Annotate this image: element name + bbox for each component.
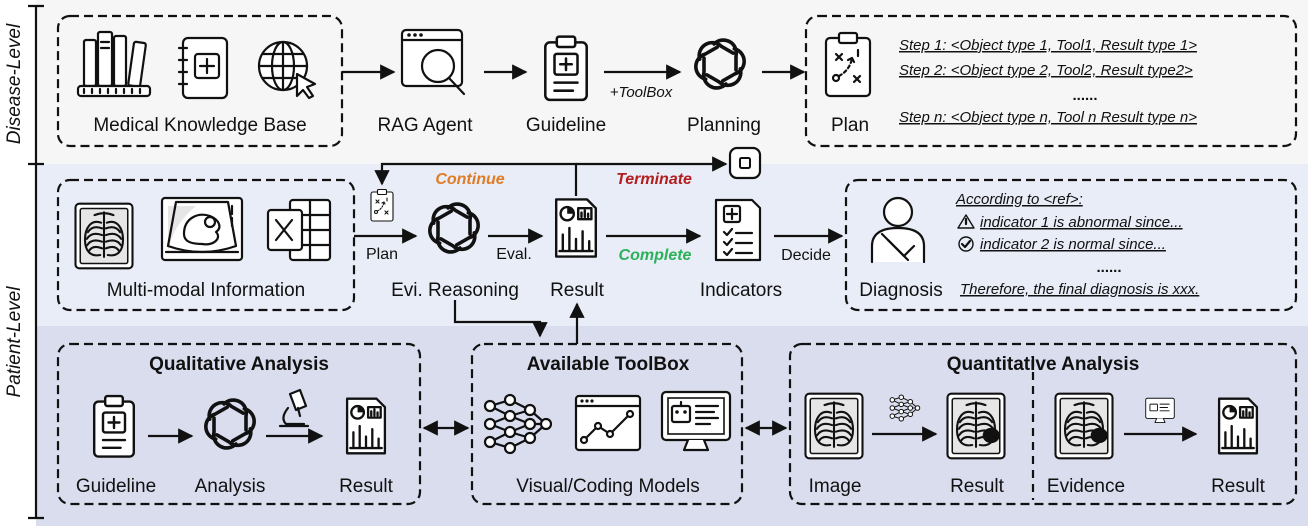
decide-edge-label: Decide: [781, 247, 831, 264]
visual-coding-models-label: Visual/Coding Models: [516, 476, 699, 497]
knowledge-base-box: [56, 14, 344, 148]
disease-level-band: [36, 0, 1308, 164]
plan-box: [804, 14, 1298, 148]
clipboard-guideline-icon: [544, 35, 588, 102]
plan-clipboard-icon: [824, 31, 872, 98]
stop-icon: [728, 146, 762, 180]
qualitative-guideline-icon: [92, 394, 136, 458]
result-report-icon: [554, 198, 598, 258]
globe-cursor-icon: [257, 40, 317, 100]
available-toolbox-title: Available ToolBox: [527, 354, 690, 375]
qualitative-result-label: Result: [339, 476, 394, 497]
indicators-label: Indicators: [700, 280, 782, 301]
evidence-xray-icon: [1054, 392, 1114, 460]
knowledge-base-label: Medical Knowledge Base: [93, 115, 306, 136]
rag-agent-label: RAG Agent: [377, 115, 473, 136]
search-window-icon: [400, 28, 466, 96]
qualitative-guideline-label: Guideline: [76, 476, 156, 497]
evi-reasoning-label: Evi. Reasoning: [391, 280, 519, 301]
medical-binder-icon: [177, 36, 229, 100]
plan-step-2: Step 2: <Object type 2, Tool2, Result ty…: [899, 62, 1193, 79]
quantitative-result-label: Result: [950, 476, 1005, 497]
level-bracket: Disease-Level Patient-Level: [4, 4, 44, 520]
plan-small-icon: [370, 188, 394, 222]
line-chart-icon: [574, 394, 642, 452]
quantitative-result-xray-icon: [946, 392, 1006, 460]
patient-level-band: [36, 164, 1308, 326]
evidence-label: Evidence: [1047, 476, 1125, 497]
excel-icon: [266, 198, 332, 262]
patient-icon: [870, 196, 926, 264]
ultrasound-icon: [160, 196, 244, 262]
diagnosis-line-3: indicator 2 is normal since...: [980, 236, 1166, 253]
quantitative-image-label: Image: [809, 476, 862, 497]
planning-label: Planning: [687, 115, 761, 136]
quantitative-title: Quantitative Analysis: [947, 354, 1140, 375]
qualitative-box: [56, 342, 422, 506]
books-icon: [76, 30, 152, 98]
quantitative-final-result-icon: [1217, 397, 1259, 455]
toolbox-edge-label: +ToolBox: [610, 84, 673, 101]
continue-label: Continue: [435, 171, 504, 188]
multimodal-label: Multi-modal Information: [107, 280, 306, 301]
diagnosis-line-1: According to <ref>:: [955, 191, 1083, 208]
check-circle-icon: [958, 236, 974, 252]
diagnosis-label: Diagnosis: [859, 280, 942, 301]
diagnosis-line-5: Therefore, the final diagnosis is xxx.: [960, 281, 1199, 298]
warning-icon: [957, 214, 975, 229]
plan-step-1: Step 1: <Object type 1, Tool1, Result ty…: [899, 37, 1197, 54]
plan-step-n: Step n: <Object type n, Tool n Result ty…: [899, 109, 1197, 126]
qualitative-result-icon: [345, 397, 387, 455]
guideline-label: Guideline: [526, 115, 606, 136]
complete-label: Complete: [619, 247, 692, 264]
disease-level-label: Disease-Level: [4, 23, 25, 144]
terminate-label: Terminate: [616, 171, 692, 188]
plan-step-ellipsis: ......: [1072, 87, 1097, 104]
plan-label: Plan: [831, 115, 869, 136]
diagnosis-line-2: indicator 1 is abnormal since...: [980, 214, 1183, 231]
computer-icon: [660, 390, 732, 452]
checklist-icon: [714, 198, 762, 262]
quantitative-box: [788, 342, 1298, 506]
small-computer-icon: [1145, 397, 1175, 424]
plan-edge-label: Plan: [366, 246, 398, 263]
quantitative-final-result-label: Result: [1211, 476, 1266, 497]
multimodal-box: [56, 178, 356, 312]
diagnosis-ellipsis: ......: [1096, 259, 1121, 276]
result-label: Result: [550, 280, 605, 301]
quantitative-image-xray-icon: [804, 392, 864, 460]
diagnosis-box: [844, 178, 1298, 312]
xray-icon: [74, 202, 134, 270]
patient-level-label: Patient-Level: [4, 286, 25, 398]
eval-edge-label: Eval.: [496, 246, 532, 263]
microscope-icon: [278, 388, 310, 428]
qualitative-title: Qualitative Analysis: [149, 354, 329, 375]
analysis-label: Analysis: [195, 476, 266, 497]
